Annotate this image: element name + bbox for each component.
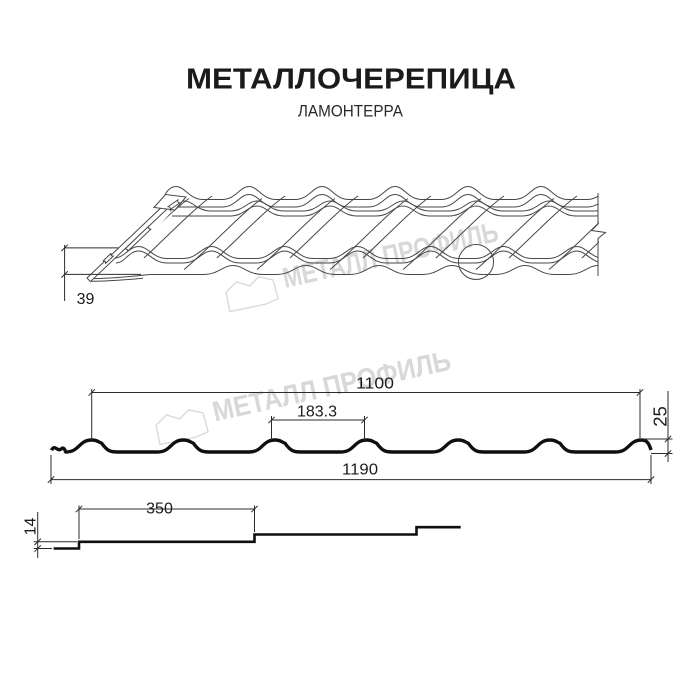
svg-text:183.3: 183.3: [297, 404, 337, 421]
svg-text:350: 350: [146, 501, 173, 518]
svg-text:14: 14: [23, 518, 40, 536]
svg-text:1100: 1100: [356, 376, 394, 393]
svg-text:ЛАМОНТЕРРА: ЛАМОНТЕРРА: [298, 102, 403, 120]
svg-text:1190: 1190: [342, 462, 378, 479]
svg-text:25: 25: [649, 406, 670, 427]
svg-text:39: 39: [77, 291, 95, 308]
svg-text:МЕТАЛЛОЧЕРЕПИЦА: МЕТАЛЛОЧЕРЕПИЦА: [186, 64, 516, 96]
